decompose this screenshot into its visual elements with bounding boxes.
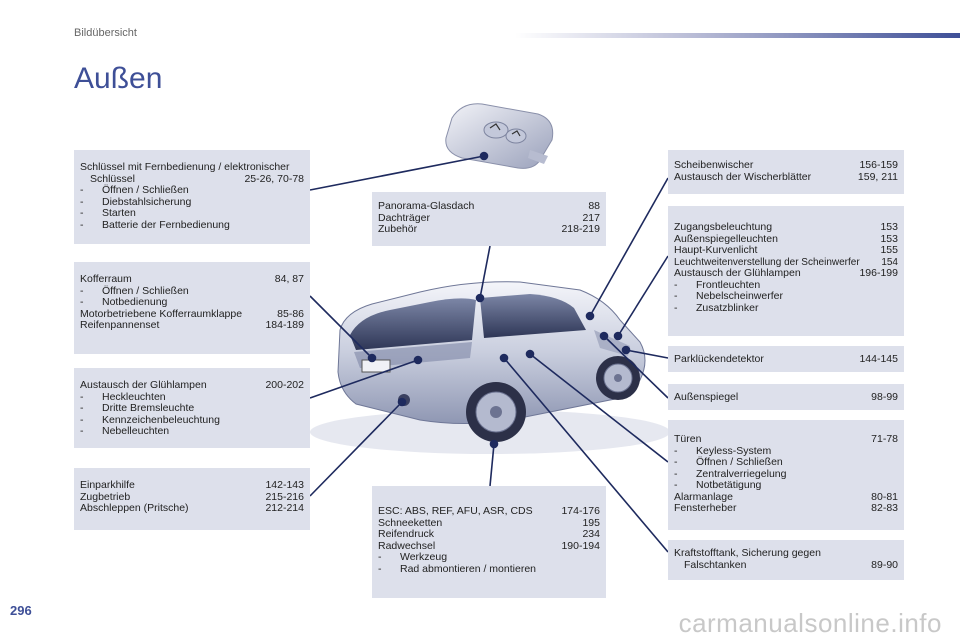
list-item: Keyless-System bbox=[674, 445, 898, 458]
list-item: Rad abmontieren / montieren bbox=[378, 563, 600, 576]
key-title: Schlüssel mit Fernbedienung / elektronis… bbox=[80, 161, 290, 173]
list-item: Zentralverriegelung bbox=[674, 468, 898, 481]
front-lights-row: Leuchtweitenverstellung der Scheinwerfer… bbox=[674, 256, 898, 268]
list-item: Zusatzblinker bbox=[674, 302, 898, 315]
list-item: Frontleuchten bbox=[674, 279, 898, 292]
parking-row: Abschleppen (Pritsche)212-214 bbox=[80, 502, 304, 514]
list-item: Dritte Bremsleuchte bbox=[80, 402, 304, 415]
key-row: Schlüssel 25-26, 70-78 bbox=[90, 172, 304, 185]
car-icon bbox=[310, 281, 670, 454]
page-title: Außen bbox=[74, 62, 163, 95]
section-header: Bildübersicht bbox=[74, 27, 137, 39]
list-item: Notbedienung bbox=[80, 296, 304, 309]
list-item: Öffnen / Schließen bbox=[80, 285, 304, 298]
fuel-title: Kraftstofftank, Sicherung gegen bbox=[674, 547, 821, 559]
fuel-box: Kraftstofftank, Sicherung gegen Falschta… bbox=[668, 540, 904, 580]
list-item: Öffnen / Schließen bbox=[674, 456, 898, 469]
key-fob-icon bbox=[445, 103, 554, 169]
list-item: Nebelleuchten bbox=[80, 425, 304, 438]
callout-lines bbox=[309, 151, 669, 553]
list-item: Notbetätigung bbox=[674, 479, 898, 492]
list-item: Batterie der Fernbedienung bbox=[80, 219, 304, 232]
page-ref: 25-26, 70-78 bbox=[244, 172, 304, 185]
header-rule bbox=[515, 33, 960, 38]
list-item: Nebelscheinwerfer bbox=[674, 290, 898, 303]
key-box: Schlüssel mit Fernbedienung / elektronis… bbox=[74, 150, 310, 244]
list-item: Kennzeichenbeleuchtung bbox=[80, 414, 304, 427]
watermark: carmanualsonline.info bbox=[678, 608, 942, 638]
list-item: Diebstahlsicherung bbox=[80, 196, 304, 209]
list-item: Werkzeug bbox=[378, 551, 600, 564]
list-item: Starten bbox=[80, 207, 304, 220]
list-item: Öffnen / Schließen bbox=[80, 184, 304, 197]
page-number: 296 bbox=[10, 603, 32, 618]
list-item: Heckleuchten bbox=[80, 391, 304, 404]
